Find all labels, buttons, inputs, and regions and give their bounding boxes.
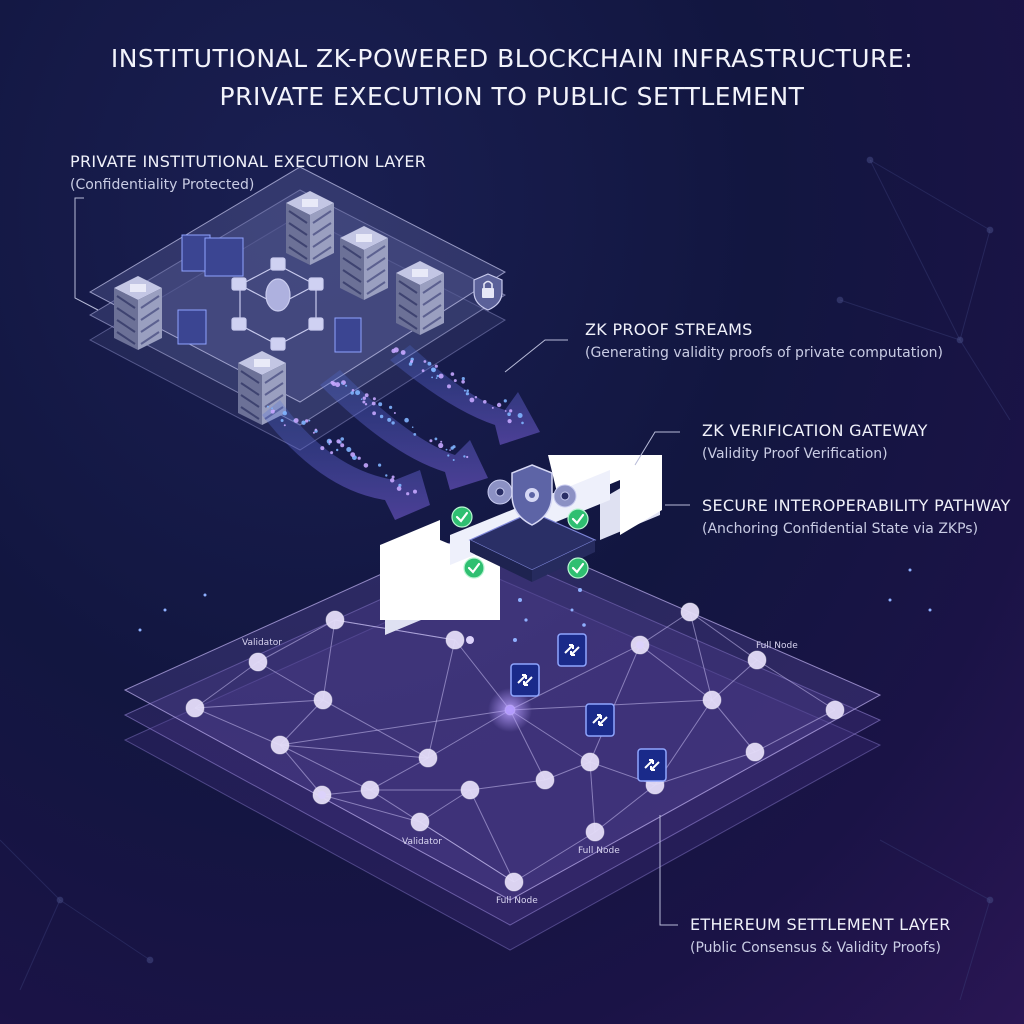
validation-checks — [451, 506, 589, 579]
full-node-label-top: Full Node — [756, 641, 798, 651]
proof-streams-heading: ZK PROOF STREAMS — [585, 320, 753, 339]
full-node-label-bottom: Full Node — [496, 896, 538, 906]
network-node — [504, 872, 524, 892]
network-node — [270, 735, 290, 755]
zk-proof-streams — [262, 345, 540, 520]
network-node — [360, 780, 380, 800]
network-node — [410, 812, 430, 832]
private-layer-heading: PRIVATE INSTITUTIONAL EXECUTION LAYER — [70, 152, 427, 171]
server-rack-icon — [286, 191, 334, 265]
background-network — [0, 156, 1011, 1001]
server-rack-icon — [340, 226, 388, 300]
server-rack-icon — [396, 261, 444, 335]
network-node — [460, 780, 480, 800]
page-title-line-2: PRIVATE EXECUTION TO PUBLIC SETTLEMENT — [219, 82, 805, 111]
network-node — [747, 650, 767, 670]
settlement-subheading: (Public Consensus & Validity Proofs) — [690, 940, 941, 956]
zk-verification-gateway — [468, 464, 597, 582]
network-node — [585, 822, 605, 842]
gateway-heading: ZK VERIFICATION GATEWAY — [702, 421, 928, 440]
network-node — [745, 742, 765, 762]
gateway-subheading: (Validity Proof Verification) — [702, 446, 888, 462]
validator-label-bottom: Validator — [402, 837, 442, 847]
network-node — [445, 630, 465, 650]
network-node — [535, 770, 555, 790]
swap-arrows-icon — [557, 633, 587, 667]
settlement-label: ETHEREUM SETTLEMENT LAYER (Public Consen… — [690, 915, 951, 956]
full-node-label-mid: Full Node — [578, 846, 620, 856]
swap-arrows-icon — [585, 703, 615, 737]
check-icon — [463, 557, 485, 579]
network-node — [185, 698, 205, 718]
swap-badges — [510, 633, 667, 782]
validator-label-top: Validator — [242, 638, 282, 648]
page-title-line-1: INSTITUTIONAL ZK-POWERED BLOCKCHAIN INFR… — [110, 44, 914, 73]
check-icon — [567, 508, 589, 530]
private-layer-label: PRIVATE INSTITUTIONAL EXECUTION LAYER (C… — [70, 152, 426, 193]
settlement-network-edges — [194, 611, 836, 883]
check-icon — [451, 506, 473, 528]
pathway-heading: SECURE INTEROPERABILITY PATHWAY — [702, 496, 1011, 515]
monitor-panels — [177, 234, 362, 353]
network-node — [825, 700, 845, 720]
pathway-label: SECURE INTEROPERABILITY PATHWAY (Anchori… — [702, 496, 1011, 537]
check-icon — [567, 557, 589, 579]
gear-icon — [487, 479, 577, 508]
gear-shield-icon — [511, 464, 553, 526]
network-node — [418, 748, 438, 768]
gateway-sparks — [138, 568, 932, 642]
swap-arrows-icon — [510, 663, 540, 697]
network-node — [702, 690, 722, 710]
lock-shield-icon — [473, 273, 503, 311]
swap-arrows-icon — [637, 748, 667, 782]
server-racks — [114, 191, 444, 425]
settlement-heading: ETHEREUM SETTLEMENT LAYER — [690, 915, 951, 934]
pathway-subheading: (Anchoring Confidential State via ZKPs) — [702, 521, 979, 537]
network-node — [580, 752, 600, 772]
private-hub-network — [231, 257, 324, 351]
private-layer-subheading: (Confidentiality Protected) — [70, 177, 255, 193]
proof-streams-label: ZK PROOF STREAMS (Generating validity pr… — [585, 320, 943, 361]
ethereum-settlement-layer — [123, 524, 882, 951]
proof-streams-subheading: (Generating validity proofs of private c… — [585, 345, 944, 361]
network-node — [248, 652, 268, 672]
gateway-label: ZK VERIFICATION GATEWAY (Validity Proof … — [702, 421, 928, 462]
server-rack-icon — [114, 276, 162, 350]
network-node — [325, 610, 345, 630]
network-node — [313, 690, 333, 710]
network-node — [680, 602, 700, 622]
proof-particles — [266, 347, 524, 496]
leader-lines — [74, 197, 690, 926]
